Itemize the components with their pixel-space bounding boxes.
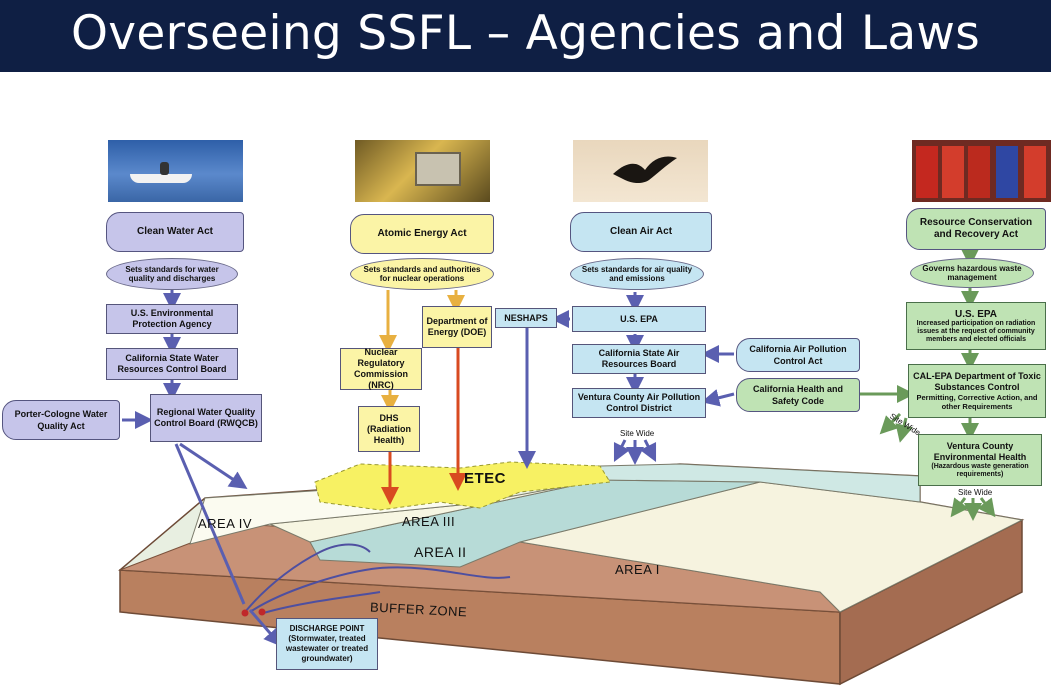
area-ii-label: AREA II (414, 544, 467, 560)
arrow-air-sitewide-3 (639, 439, 657, 463)
ventura-site-wide-label: Site Wide (958, 488, 993, 497)
clean-water-act-scroll: Clean Water Act (106, 212, 244, 252)
photo-barrels (912, 140, 1051, 202)
porter-cologne-scroll: Porter-Cologne Water Quality Act (2, 400, 120, 440)
carb-label: California State Air Resources Board (598, 348, 680, 369)
photo-boat (108, 140, 243, 202)
ventura-env-health-box: Ventura County Environmental Health (Haz… (918, 434, 1042, 486)
vcapcd-box: Ventura County Air Pollution Control Dis… (572, 388, 706, 418)
photo-bird (573, 140, 708, 202)
area-iii-label: AREA III (402, 514, 456, 529)
doe-box: Department of Energy (DOE) (422, 306, 492, 348)
calepa-dtsc-title: CAL-EPA Department of Toxic Substances C… (913, 371, 1041, 392)
title-bar: Overseeing SSFL – Agencies and Laws (0, 0, 1051, 72)
arrow-calepa-sitewide-2 (895, 417, 913, 443)
bird-icon (613, 156, 677, 183)
arrow-discharge-box (248, 609, 282, 647)
stream-3 (259, 591, 381, 615)
dhs-label: DHS (Radiation Health) (367, 412, 411, 445)
stream-1 (244, 543, 371, 613)
state-water-board-label: California State Water Resources Control… (117, 353, 227, 374)
atomic-summary-text: Sets standards and authorities for nucle… (363, 264, 481, 284)
vcapcd-label: Ventura County Air Pollution Control Dis… (577, 392, 701, 413)
arrow-ventura-sitewide-1 (950, 497, 969, 518)
etec-label: ETEC (464, 470, 507, 487)
dhs-box: DHS (Radiation Health) (358, 406, 420, 452)
arrow-calepa-sitewide-1 (879, 412, 902, 435)
neshaps-box: NESHAPS (495, 308, 557, 328)
clean-air-act-scroll: Clean Air Act (570, 212, 712, 252)
arrow-rwqcb-discharge (174, 443, 246, 605)
rwqcb-box: Regional Water Quality Control Board (RW… (150, 394, 262, 442)
nrc-box: Nuclear Regulatory Commission (NRC) (340, 347, 422, 390)
clean-water-act-label: Clean Water Act (137, 226, 213, 237)
rcra-scroll: Resource Conservation and Recovery Act (906, 208, 1046, 250)
ventura-env-health-note: (Hazardous waste generation requirements… (931, 463, 1029, 478)
ventura-env-health-title: Ventura County Environmental Health (933, 441, 1027, 462)
us-epa-rcra-title: U.S. EPA (954, 308, 998, 320)
doe-label: Department of Energy (DOE) (426, 316, 488, 337)
diagram-canvas: Clean Water Act Sets standards for water… (2, 72, 1051, 686)
us-epa-rcra-note: Increased participation on radiation iss… (916, 319, 1036, 343)
discharge-dot-1 (241, 609, 249, 617)
calepa-dtsc-box: CAL-EPA Department of Toxic Substances C… (908, 364, 1046, 418)
us-epa-water-label: U.S. Environmental Protection Agency (130, 308, 214, 329)
arrow-air-sitewide-1 (613, 439, 631, 463)
arrow-rwqcb-area4 (179, 442, 248, 489)
air-site-wide-label: Site Wide (620, 429, 655, 438)
air-summary-text: Sets standards for air quality and emiss… (581, 264, 693, 284)
atomic-energy-act-label: Atomic Energy Act (377, 228, 467, 239)
health-safety-code-label: California Health and Safety Code (752, 384, 843, 406)
area-iv-label: AREA IV (198, 516, 253, 531)
stream-2 (249, 566, 511, 613)
page-title: Overseeing SSFL – Agencies and Laws (71, 6, 980, 61)
ca-air-pollution-act-scroll: California Air Pollution Control Act (736, 338, 860, 372)
discharge-point-box: DISCHARGE POINT (Stormwater, treated was… (276, 618, 378, 670)
clean-air-act-label: Clean Air Act (609, 226, 673, 237)
area-i-label: AREA I (615, 562, 660, 577)
health-safety-code-scroll: California Health and Safety Code (736, 378, 860, 412)
ca-air-pollution-act-label: California Air Pollution Control Act (749, 344, 847, 366)
calepa-dtsc-note: Permitting, Corrective Action, and other… (916, 393, 1038, 411)
air-summary-oval: Sets standards for air quality and emiss… (570, 258, 704, 290)
photo-nuclear (355, 140, 490, 202)
us-epa-air-label: U.S. EPA (620, 313, 658, 324)
rcra-summary-text: Governs hazardous waste management (922, 263, 1022, 283)
state-water-board-box: California State Water Resources Control… (106, 348, 238, 380)
atomic-energy-act-scroll: Atomic Energy Act (350, 214, 494, 254)
water-summary-oval: Sets standards for water quality and dis… (106, 258, 238, 290)
us-epa-rcra-box: U.S. EPA Increased participation on radi… (906, 302, 1046, 350)
carb-box: California State Air Resources Board (572, 344, 706, 374)
nrc-label: Nuclear Regulatory Commission (NRC) (353, 347, 408, 390)
site-map (118, 248, 1025, 686)
rwqcb-label: Regional Water Quality Control Board (RW… (154, 407, 258, 428)
arrow-ventura-sitewide-3 (977, 497, 996, 518)
rcra-summary-oval: Governs hazardous waste management (910, 258, 1034, 288)
discharge-dot-2 (258, 608, 266, 616)
rcra-label: Resource Conservation and Recovery Act (919, 217, 1033, 240)
us-epa-air-box: U.S. EPA (572, 306, 706, 332)
neshaps-label: NESHAPS (504, 312, 548, 323)
discharge-point-label: DISCHARGE POINT (Stormwater, treated was… (285, 624, 369, 663)
atomic-summary-oval: Sets standards and authorities for nucle… (350, 258, 494, 290)
porter-cologne-label: Porter-Cologne Water Quality Act (14, 409, 108, 431)
arrow-hsc-vcapcd (701, 389, 735, 407)
water-summary-text: Sets standards for water quality and dis… (125, 264, 219, 284)
us-epa-water-box: U.S. Environmental Protection Agency (106, 304, 238, 334)
